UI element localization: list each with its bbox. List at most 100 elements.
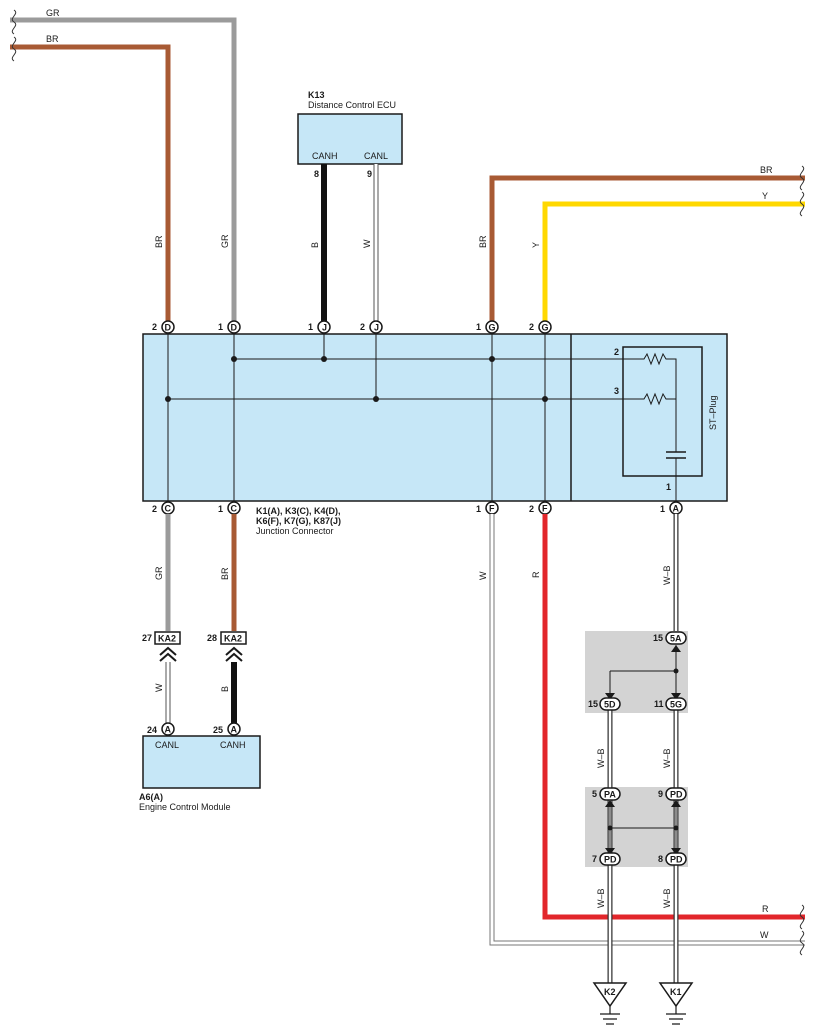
connector-letter: A	[673, 504, 680, 514]
pin-number: 28	[207, 633, 217, 643]
wire-color-label: R	[762, 904, 769, 914]
ground-circuit: 15 5A 15 5D 11 5G 5 PA 9 PD 7 PD 8 PD W–…	[585, 514, 694, 1025]
top-pins: 2 D 1 D 1 J 2 J 1 G 2 G	[152, 320, 552, 334]
wire-color-label: B	[220, 686, 230, 692]
pin-number: 1	[218, 504, 223, 514]
pin-connector-icon	[538, 320, 552, 334]
ecm-box	[142, 735, 261, 789]
wire-break-icon	[799, 904, 805, 930]
connector-code: PD	[670, 790, 683, 800]
r-wire	[542, 514, 805, 920]
wire-color-label: GR	[154, 566, 164, 580]
wire-color-label: GR	[220, 234, 230, 248]
pin-connector-icon	[317, 320, 331, 334]
connector-letter: G	[542, 323, 549, 333]
wire-color-label: W–B	[596, 748, 606, 768]
pin-number: 8	[314, 169, 319, 179]
pin-number: 2	[152, 504, 157, 514]
ground-k2: K2	[592, 982, 628, 1025]
resistor-icon	[640, 352, 677, 452]
ka2-connector	[154, 631, 181, 645]
pin-connector-icon	[599, 852, 621, 866]
wire-color-label: W–B	[662, 565, 672, 585]
ground-id: K2	[604, 987, 616, 997]
ecu-box	[297, 113, 403, 165]
component-code: A6(A)	[139, 792, 163, 802]
connector-letter: A	[231, 725, 238, 735]
connector-letter: C	[165, 504, 172, 514]
wire-color-label: R	[531, 571, 541, 578]
connector-code: KA2	[224, 634, 242, 644]
pin-number: 2	[152, 322, 157, 332]
pin-number: 8	[658, 854, 663, 864]
pin-number: 9	[658, 789, 663, 799]
pin-connector-icon	[227, 320, 241, 334]
pin-number: 2	[529, 504, 534, 514]
connector-letter: G	[489, 323, 496, 333]
ground-triangle-icon	[658, 982, 694, 1008]
junction-dots	[165, 356, 548, 402]
pin-connector-icon	[161, 722, 175, 736]
connector-letter: D	[231, 323, 238, 333]
pin-connector-icon	[665, 852, 687, 866]
wire-color-label: Y	[531, 242, 541, 248]
pin-name: CANH	[220, 740, 246, 750]
wire-break-icon	[799, 930, 805, 956]
wire-color-label: W	[154, 683, 164, 692]
pin-number: 7	[592, 854, 597, 864]
pin-name: CANL	[155, 740, 179, 750]
gr-wire-left	[10, 17, 237, 321]
pin-connector-icon	[665, 631, 687, 645]
pin-number: 11	[654, 699, 664, 709]
wire-color-label: BR	[760, 165, 773, 175]
pin-name: CANL	[364, 151, 388, 161]
st-plug-box	[622, 346, 703, 477]
connector-code: KA2	[158, 634, 176, 644]
wire-color-label: BR	[154, 235, 164, 248]
pin-number: 15	[588, 699, 598, 709]
wire-color-label: W	[362, 239, 372, 248]
engine-control-module-section: GR BR 27 KA2 28 KA2 W B 24 A 25 A CANL C…	[139, 514, 261, 812]
connector-code: 5A	[670, 634, 682, 644]
wire-color-label: W	[760, 930, 769, 940]
component-code: K13	[308, 90, 325, 100]
pin-connector-icon	[599, 697, 621, 711]
internal-bus	[167, 334, 640, 501]
connector-code: 5D	[604, 700, 616, 710]
wire-color-label: BR	[46, 34, 59, 44]
wire-break-icon	[799, 191, 805, 217]
connector-code: PA	[604, 790, 616, 800]
connector-arrow-icon	[605, 800, 681, 855]
connector-chevron-icon	[159, 646, 177, 662]
br-wire-left	[10, 44, 171, 321]
wire-break-icon	[11, 9, 17, 35]
k13-distance-control-ecu: K13 Distance Control ECU CANH CANL 8 9 B…	[297, 90, 403, 321]
pin-number: 1	[218, 322, 223, 332]
wire-color-label: W–B	[596, 888, 606, 908]
connector-code: PD	[604, 855, 617, 865]
pin-connector-icon	[369, 320, 383, 334]
lower-right-wires: W R R W	[478, 514, 805, 956]
wire-color-label: W–B	[662, 888, 672, 908]
wire-color-label: B	[310, 242, 320, 248]
ka2-connector	[220, 631, 247, 645]
pin-number: 1	[476, 322, 481, 332]
resistor-icon	[640, 392, 676, 406]
connector-letter: J	[374, 323, 379, 333]
pin-number: 3	[614, 386, 619, 396]
pin-number: 24	[147, 725, 157, 735]
wire-break-icon	[11, 36, 17, 62]
connector-code: PD	[670, 855, 683, 865]
y-wire-right	[542, 201, 805, 321]
connector-arrow-icon	[605, 645, 681, 700]
pin-number: 2	[529, 322, 534, 332]
ground-icon	[666, 1006, 686, 1025]
ground-id: K1	[670, 987, 682, 997]
connector-chevron-icon	[225, 646, 243, 662]
junction-connector: ST–Plug 2 3 1 2 D 1 D 1 J 2	[142, 320, 728, 536]
w-wire	[490, 514, 805, 945]
wire-color-label: Y	[762, 191, 768, 201]
pin-number: 1	[666, 482, 671, 492]
pin-number: 9	[367, 169, 372, 179]
wire-break-icon	[799, 165, 805, 191]
